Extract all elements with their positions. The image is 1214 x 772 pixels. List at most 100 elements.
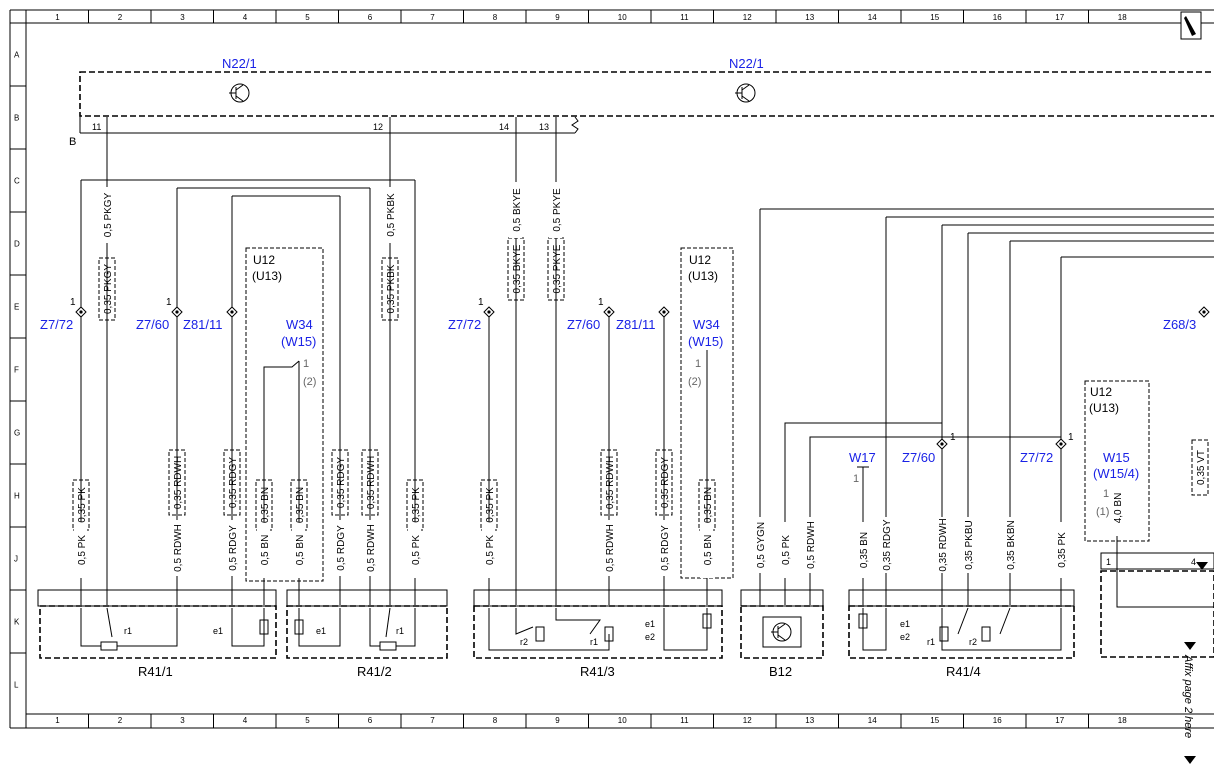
n22-label-left: N22/1 [222, 56, 257, 71]
grid-row-label: C [14, 177, 20, 186]
u13-label: (U13) [1089, 401, 1119, 415]
pin-14: 14 [499, 122, 509, 132]
grid-col-label: 3 [180, 13, 185, 22]
grid-col-label: 11 [680, 716, 689, 725]
grid-col-label: 18 [1118, 716, 1127, 725]
component-r41-4: e1 e2 r1 r2 R41/4 [848, 589, 1075, 679]
wire-label: 0,35 RDWH [605, 456, 616, 509]
grid-col-label: 16 [993, 716, 1002, 725]
wire-color-boxes [72, 182, 1209, 578]
component-r41-1: e1 r1 R41/1 [37, 589, 277, 679]
u12-label: U12 [1090, 385, 1112, 399]
component-label: R41/1 [138, 664, 173, 679]
grid-row-label: E [14, 303, 19, 312]
label-e1: e1 [316, 626, 326, 636]
wire-label: 0,5 GYGN [756, 522, 767, 568]
wire-label: 0,35 RDWH [173, 456, 184, 509]
grid-col-label: 12 [743, 13, 752, 22]
pin-12: 12 [373, 122, 383, 132]
grid-row-label: L [14, 681, 19, 690]
wire-label: 0,35 PK [1057, 532, 1068, 568]
grid-col-label: 6 [368, 13, 373, 22]
conn-z68-3: Z68/3 [1163, 317, 1196, 332]
w34-pin: 1 [695, 358, 701, 370]
wire-label: 0,5 PKGY [103, 192, 114, 237]
pen-icon [1180, 11, 1202, 40]
label-r1: r1 [396, 626, 404, 636]
conn-z81-11: Z81/11 [183, 317, 223, 332]
label-r1: r1 [124, 626, 132, 636]
grid-row-label: H [14, 492, 20, 501]
pin-4: 4 [1191, 557, 1196, 567]
wire-label: 0,35 RDGY [882, 519, 893, 570]
wire-label: 0,5 RDGY [336, 525, 347, 571]
grid-col-label: 12 [743, 716, 752, 725]
grid-col-label: 1 [55, 716, 60, 725]
wire-label: 0,35 PKYE [552, 244, 563, 293]
wire-label: 0,35 PKBK [386, 264, 397, 313]
wire-label: 0,5 PKYE [552, 188, 563, 232]
wire-label: 0,5 RDWH [173, 524, 184, 572]
conn-z7-60: Z7/60 [567, 317, 600, 332]
grid-col-label: 5 [305, 716, 310, 725]
w34-pin-alt: (2) [303, 376, 316, 388]
module-b-label: B [69, 136, 76, 148]
label-r1: r1 [927, 637, 935, 647]
wire-label: 0,5 BKYE [512, 188, 523, 232]
label-e1: e1 [213, 626, 223, 636]
w15-pin: 1 [1103, 488, 1109, 500]
wire-label: 0,35 RDWH [366, 456, 377, 509]
wire-label: 0,5 RDWH [366, 524, 377, 572]
wire-label: 0,35 RDGY [228, 457, 239, 508]
u13-label: (U13) [252, 269, 282, 283]
affix-note: Affix page 2 here [1182, 562, 1208, 764]
w17-label: W17 [849, 450, 876, 465]
connector-labels: Z7/72 1 Z7/60 1 Z81/11 Z7/72 1 Z7/60 1 Z… [40, 297, 1196, 465]
grid-row-label: J [14, 555, 18, 564]
wire-label: 0,5 BN [295, 535, 306, 566]
wire-label: 0,35 RDWH [938, 518, 949, 571]
wire-label: 0,35 RDGY [336, 457, 347, 508]
w34-label: W34 [693, 317, 720, 332]
grid-col-label: 2 [118, 13, 123, 22]
grid-row-label: A [14, 51, 20, 60]
label-e2: e2 [900, 632, 910, 642]
component-r41-2: e1 r1 R41/2 [286, 589, 448, 679]
wire-label: 0,5 RDGY [660, 525, 671, 571]
grid-col-label: 11 [680, 13, 689, 22]
component-label: R41/3 [580, 664, 615, 679]
w34-label: W34 [286, 317, 313, 332]
affix-note-text: Affix page 2 here [1182, 654, 1194, 738]
component-cut-right: 1 4 [1100, 552, 1214, 658]
pin-11: 11 [92, 122, 101, 132]
conn-num: 1 [598, 297, 604, 308]
label-e2: e2 [645, 632, 655, 642]
grid-col-label: 17 [1055, 716, 1064, 725]
component-r41-3: r2 r1 e1 e2 R41/3 [473, 589, 723, 679]
grid-row-label: K [14, 618, 20, 627]
grid-col-label: 6 [368, 716, 373, 725]
conn-z7-60: Z7/60 [136, 317, 169, 332]
grid-col-label: 13 [805, 716, 814, 725]
w34-pin: 1 [303, 358, 309, 370]
transistor-icon [771, 622, 792, 642]
grid-col-label: 14 [868, 716, 877, 725]
conn-z7-72: Z7/72 [40, 317, 73, 332]
wire-label: 0,5 PK [411, 535, 422, 565]
conn-num: 1 [1068, 432, 1074, 443]
w15-label: (W15) [281, 334, 316, 349]
conn-z7-60: Z7/60 [902, 450, 935, 465]
label-e1: e1 [645, 619, 655, 629]
transistor-icon [735, 83, 756, 103]
wire-label: 4,0 BN [1113, 493, 1124, 524]
wire-label: 0,5 RDWH [806, 521, 817, 569]
wire-label: 0,5 RDWH [605, 524, 616, 572]
n22-label-right: N22/1 [729, 56, 764, 71]
connector-diamonds [75, 306, 1210, 450]
wires-right [759, 208, 1214, 605]
wire-label: 0,35 PK [77, 487, 88, 523]
wire-label: 0,5 PKBK [386, 193, 397, 237]
u12-label: U12 [253, 253, 275, 267]
